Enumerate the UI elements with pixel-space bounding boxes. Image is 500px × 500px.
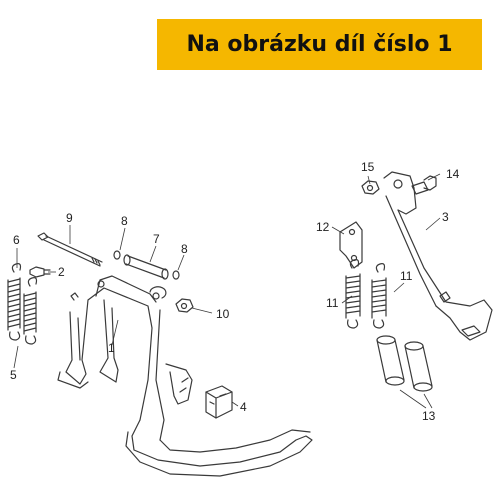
- side-stand-part-3: [383, 171, 493, 341]
- washer-part-8-left: [113, 250, 121, 260]
- bolt-part-2: [29, 266, 51, 278]
- callout-15: 15: [361, 160, 375, 174]
- rubber-stop-part-4: [205, 385, 233, 419]
- spring-part-11-left: [345, 259, 361, 329]
- callout-7: 7: [153, 232, 160, 246]
- callout-3: 3: [442, 210, 449, 224]
- leader-lines: [13, 173, 441, 409]
- center-stand-part-1: [57, 275, 313, 477]
- pin-part-9: [37, 232, 103, 267]
- bolt-part-14: [411, 175, 437, 195]
- callout-4: 4: [240, 400, 247, 414]
- callout-11-left: 11: [326, 296, 339, 310]
- spring-part-5: [23, 277, 38, 345]
- callout-13: 13: [422, 409, 436, 423]
- nut-part-10: [175, 298, 194, 313]
- callout-1: 1: [108, 341, 115, 355]
- nut-part-15: [361, 180, 380, 195]
- callout-8-right: 8: [181, 242, 188, 256]
- callout-9: 9: [66, 211, 73, 225]
- callout-8-left: 8: [121, 214, 128, 228]
- callout-10: 10: [216, 307, 230, 321]
- callout-14: 14: [446, 167, 460, 181]
- callout-2: 2: [58, 265, 65, 279]
- part-number-banner: Na obrázku díl číslo 1: [157, 19, 482, 70]
- callout-12: 12: [316, 220, 330, 234]
- sleeve-part-13-right: [404, 341, 433, 392]
- banner-text: Na obrázku díl číslo 1: [186, 32, 453, 57]
- spring-part-6: [7, 263, 22, 341]
- callout-6: 6: [13, 233, 20, 247]
- spring-part-11-right: [371, 263, 387, 329]
- sleeve-part-13-left: [376, 335, 405, 386]
- washer-part-8-right: [172, 270, 180, 280]
- callout-11-right: 11: [400, 269, 413, 283]
- spacer-part-7: [123, 254, 169, 280]
- callout-5: 5: [10, 368, 17, 382]
